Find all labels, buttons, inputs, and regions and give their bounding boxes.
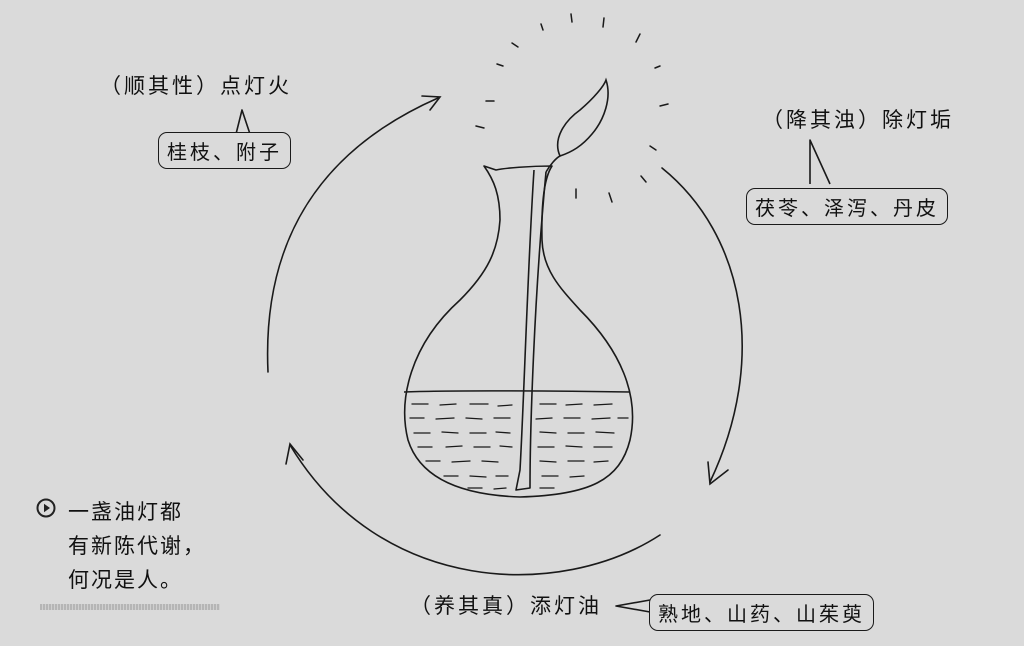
cycle-arrow-top-left <box>266 97 439 373</box>
arrowhead-right <box>707 461 729 486</box>
callout-pointer-clear <box>809 139 831 185</box>
arrowhead-top-left <box>421 95 442 111</box>
caption: 一盏油灯都 有新陈代谢， 何况是人。 <box>68 495 206 597</box>
label-warm-action: （顺其性）点灯火 <box>100 74 292 98</box>
callout-pointer-warm <box>235 109 251 135</box>
oil-surface <box>403 390 631 393</box>
flame-glow <box>475 13 669 203</box>
herb-box-warm: 桂枝、附子 <box>158 132 291 169</box>
herb-box-nourish: 熟地、山药、山茱萸 <box>649 594 874 631</box>
caption-line: 一盏油灯都 <box>68 500 183 524</box>
caption-line: 何况是人。 <box>68 568 183 592</box>
label-nourish-action: （养其真）添灯油 <box>410 594 602 618</box>
flame <box>556 77 609 157</box>
oil-level <box>409 403 629 490</box>
cycle-arrow-right <box>661 167 743 483</box>
wick <box>515 169 547 491</box>
callout-pointer-nourish <box>615 599 651 613</box>
play-circle-icon <box>36 498 56 518</box>
arrowhead-bottom <box>285 442 304 465</box>
caption-divider <box>40 604 220 610</box>
label-clear-action: （降其浊）除灯垢 <box>762 108 954 132</box>
cycle-arrow-bottom <box>289 444 661 576</box>
herb-box-clear: 茯苓、泽泻、丹皮 <box>746 188 948 225</box>
caption-line: 有新陈代谢， <box>68 534 206 558</box>
